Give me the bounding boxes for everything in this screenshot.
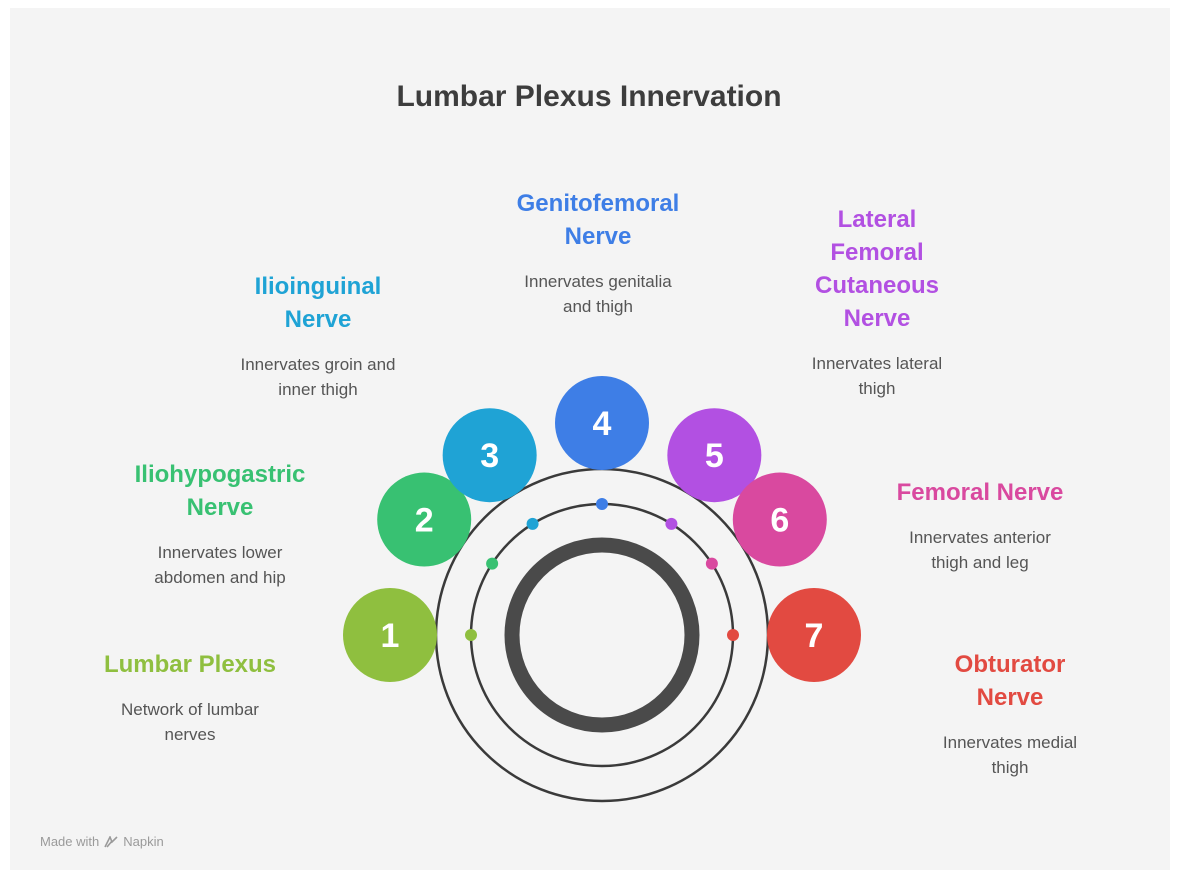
bubble-number: 1 bbox=[381, 617, 400, 655]
heading-line: Obturator bbox=[954, 651, 1066, 678]
heading-line: Nerve bbox=[186, 494, 254, 521]
ring-dot bbox=[705, 557, 718, 570]
number-bubble bbox=[767, 588, 861, 682]
heading-line: Femoral bbox=[830, 239, 924, 266]
node-6: 6 bbox=[705, 472, 827, 570]
bubble-number: 6 bbox=[770, 502, 789, 540]
description-line: Innervates groin and bbox=[240, 355, 396, 374]
number-bubble bbox=[442, 408, 537, 503]
made-with-text: Made with bbox=[40, 834, 100, 849]
bubble-number: 3 bbox=[480, 437, 499, 475]
ring-dot bbox=[465, 629, 477, 641]
node-description: Network of lumbar nerves bbox=[60, 697, 320, 747]
node-5: 5 bbox=[665, 408, 762, 530]
node-1: 1 bbox=[343, 588, 477, 682]
heading-line: Nerve bbox=[564, 223, 632, 250]
node-2: 2 bbox=[377, 472, 499, 570]
ring-dot bbox=[526, 517, 539, 530]
napkin-logo-icon bbox=[104, 835, 118, 848]
description-line: abdomen and hip bbox=[154, 568, 286, 587]
description-line: and thigh bbox=[563, 297, 633, 316]
node-7: 7 bbox=[727, 588, 861, 682]
description-line: nerves bbox=[164, 725, 216, 744]
node-description: Innervates medial thigh bbox=[880, 730, 1140, 780]
bubble-number: 4 bbox=[593, 405, 612, 443]
node-4: 4 bbox=[555, 376, 649, 510]
node-description: Innervates groin and inner thigh bbox=[188, 352, 448, 402]
bubble-number: 5 bbox=[705, 437, 724, 475]
node-3: 3 bbox=[442, 408, 539, 530]
description-line: Network of lumbar bbox=[121, 700, 259, 719]
core-ring bbox=[504, 537, 700, 733]
number-bubble bbox=[732, 472, 827, 567]
number-bubble bbox=[343, 588, 437, 682]
number-bubble bbox=[555, 376, 649, 470]
node-description: Innervates lower abdomen and hip bbox=[90, 540, 350, 590]
heading-line: Iliohypogastric bbox=[134, 461, 306, 488]
node-heading: Lumbar Plexus bbox=[60, 648, 320, 681]
outer-ring bbox=[434, 467, 770, 803]
heading-line: Nerve bbox=[284, 306, 352, 333]
diagram-title: Lumbar Plexus Innervation bbox=[396, 80, 782, 113]
heading-line: Genitofemoral bbox=[516, 190, 680, 217]
description-line: inner thigh bbox=[278, 380, 358, 399]
number-bubble bbox=[377, 472, 472, 567]
ring-dot bbox=[727, 629, 739, 641]
bubble-number: 2 bbox=[415, 502, 434, 540]
heading-line: Nerve bbox=[843, 305, 911, 332]
heading-line: Ilioinguinal bbox=[254, 273, 382, 300]
description-line: Innervates anterior bbox=[909, 528, 1051, 547]
number-bubble bbox=[667, 408, 762, 503]
ring-dot bbox=[486, 557, 499, 570]
description-line: Innervates lower bbox=[157, 543, 283, 562]
heading-line: Lateral bbox=[837, 206, 917, 233]
description-line: thigh bbox=[858, 379, 896, 398]
description-line: Innervates genitalia bbox=[524, 272, 672, 291]
brand-name: Napkin bbox=[123, 834, 164, 849]
node-description: Innervates lateral thigh bbox=[762, 351, 992, 401]
node-description: Innervates anterior thigh and leg bbox=[850, 525, 1110, 575]
ring-dot bbox=[665, 517, 678, 530]
description-line: Innervates lateral bbox=[811, 354, 943, 373]
heading-line: Lumbar Plexus bbox=[103, 651, 277, 678]
footer-credit: Made with Napkin bbox=[40, 834, 164, 849]
node-description: Innervates genitalia and thigh bbox=[468, 269, 728, 319]
description-line: Innervates medial bbox=[942, 733, 1078, 752]
heading-line: Femoral Nerve bbox=[896, 479, 1064, 506]
heading-line: Cutaneous bbox=[814, 272, 939, 299]
description-line: thigh and leg bbox=[931, 553, 1029, 572]
heading-line: Nerve bbox=[976, 684, 1044, 711]
ring-dot bbox=[596, 498, 608, 510]
description-line: thigh bbox=[991, 758, 1029, 777]
node-heading: Femoral Nerve bbox=[850, 476, 1110, 509]
bubble-number: 7 bbox=[805, 617, 824, 655]
